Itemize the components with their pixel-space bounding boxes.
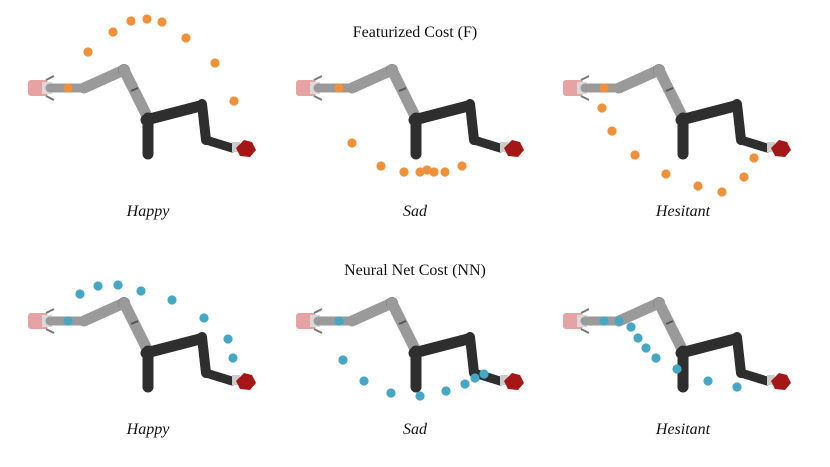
robot-arm [28, 297, 256, 390]
trajectory-dot [75, 289, 85, 299]
trajectory-dot [126, 16, 136, 26]
trajectory-dot [334, 83, 344, 93]
trajectory-dot [717, 187, 727, 197]
trajectory-dot [599, 83, 609, 93]
trajectory-dots [334, 316, 489, 401]
trajectory-dot [703, 376, 713, 386]
trajectory-dot [386, 388, 396, 398]
trajectory-dot [440, 167, 450, 177]
trajectory-dot [399, 167, 409, 177]
trajectory-dot [113, 280, 123, 290]
trajectory-dot [633, 333, 643, 343]
trajectory-dot [651, 353, 661, 363]
trajectory-dot [223, 334, 233, 344]
trajectory-dots [63, 280, 238, 363]
trajectory-dot [376, 161, 386, 171]
trajectory-dot [739, 172, 749, 182]
trajectory-dot [672, 364, 682, 374]
trajectory-dot [457, 161, 467, 171]
trajectory-dot [422, 165, 432, 175]
trajectory-dot [93, 281, 103, 291]
trajectory-dot [142, 14, 152, 24]
trajectory-dot [597, 103, 607, 113]
caption-hesitant: Hesitant [655, 203, 711, 220]
robot-arm [563, 297, 791, 390]
trajectory-dot [334, 316, 344, 326]
row-title-neural-net: Neural Net Cost (NN) [344, 262, 486, 279]
panel-featurized-happy [28, 14, 256, 157]
trajectory-dot [181, 33, 191, 43]
trajectory-dot [199, 313, 209, 323]
trajectory-dot [415, 391, 425, 401]
trajectory-dot [136, 286, 146, 296]
trajectory-dot [607, 126, 617, 136]
trajectory-dot [63, 83, 73, 93]
trajectory-dot [83, 47, 93, 57]
trajectory-dot [661, 169, 671, 179]
trajectory-dot [210, 58, 220, 68]
panel-featurized-sad [296, 64, 524, 177]
panel-neural-net-sad [296, 297, 524, 401]
robot-arm [563, 64, 791, 157]
trajectory-dot [732, 382, 742, 392]
trajectory-dot [626, 322, 636, 332]
trajectory-dot [108, 27, 118, 37]
trajectory-dot [63, 316, 73, 326]
row-title-featurized: Featurized Cost (F) [353, 24, 477, 41]
trajectory-dot [470, 373, 480, 383]
trajectory-dot [599, 316, 609, 326]
caption-sad: Sad [403, 203, 428, 220]
trajectory-dots [597, 83, 759, 197]
panel-featurized-hesitant [563, 64, 791, 197]
trajectory-dot [614, 316, 624, 326]
caption-sad: Sad [403, 421, 428, 438]
trajectory-dots [599, 316, 742, 392]
caption-hesitant: Hesitant [655, 421, 711, 438]
trajectory-dot [338, 355, 348, 365]
robot-arm [28, 64, 256, 157]
trajectory-dot [460, 379, 470, 389]
trajectory-dot [167, 295, 177, 305]
panel-neural-net-hesitant [563, 297, 791, 392]
robot-arm [296, 64, 524, 157]
trajectory-dot [229, 96, 239, 106]
trajectory-dot [693, 181, 703, 191]
trajectory-dot [749, 153, 759, 163]
trajectory-dot [157, 17, 167, 27]
trajectory-dots [63, 14, 239, 106]
trajectory-dot [359, 376, 369, 386]
robot-arm [296, 297, 524, 390]
trajectory-dot [441, 386, 451, 396]
trajectory-dot [347, 138, 357, 148]
trajectory-dot [641, 343, 651, 353]
trajectory-dot [479, 369, 489, 379]
trajectory-dots [334, 83, 467, 177]
trajectory-dot [630, 150, 640, 160]
trajectory-dot [228, 353, 238, 363]
panel-neural-net-happy [28, 280, 256, 390]
caption-happy: Happy [126, 203, 171, 220]
caption-happy: Happy [126, 421, 171, 438]
trajectory-dot [429, 167, 439, 177]
trajectory-dot [415, 167, 425, 177]
